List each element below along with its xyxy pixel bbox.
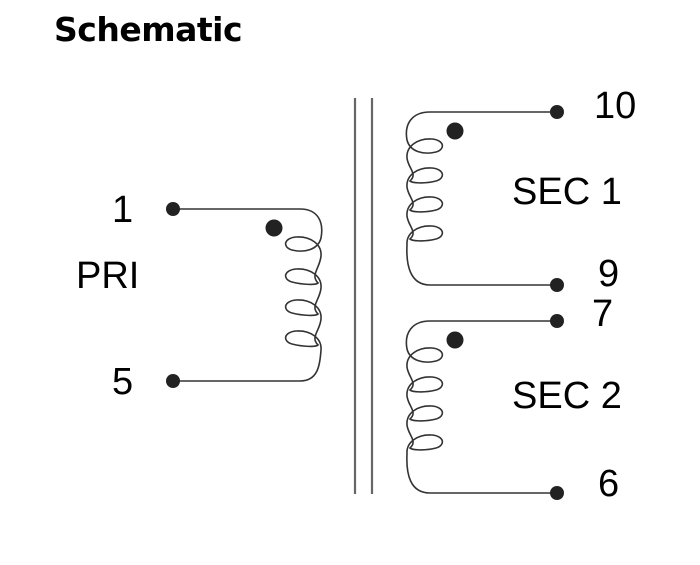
pin-5-terminal (166, 374, 180, 388)
primary-coil (173, 208, 323, 382)
secondary-1-label: SEC 1 (512, 171, 622, 213)
secondary-1-coil (405, 111, 557, 286)
pin-1-label: 1 (112, 189, 133, 231)
primary-winding (166, 202, 323, 388)
pin-5-label: 5 (112, 361, 133, 403)
secondary-2-polarity-dot (446, 331, 464, 349)
secondary-2-coil (405, 320, 557, 494)
secondary-1-polarity-dot (446, 122, 464, 140)
pin-9-terminal (550, 278, 564, 292)
pin-10-label: 10 (594, 85, 636, 127)
primary-label: PRI (76, 255, 139, 297)
secondary-2-label: SEC 2 (512, 375, 622, 417)
pin-7-terminal (550, 314, 564, 328)
secondary-2-winding (405, 314, 564, 500)
pin-9-label: 9 (598, 253, 619, 295)
transformer-core (353, 98, 374, 494)
pin-7-label: 7 (592, 293, 613, 335)
schematic-title: Schematic (54, 10, 243, 49)
secondary-1-winding (405, 105, 564, 292)
primary-polarity-dot (265, 219, 283, 237)
pin-6-label: 6 (598, 463, 619, 505)
pin-1-terminal (166, 202, 180, 216)
pin-10-terminal (550, 105, 564, 119)
pin-6-terminal (550, 486, 564, 500)
